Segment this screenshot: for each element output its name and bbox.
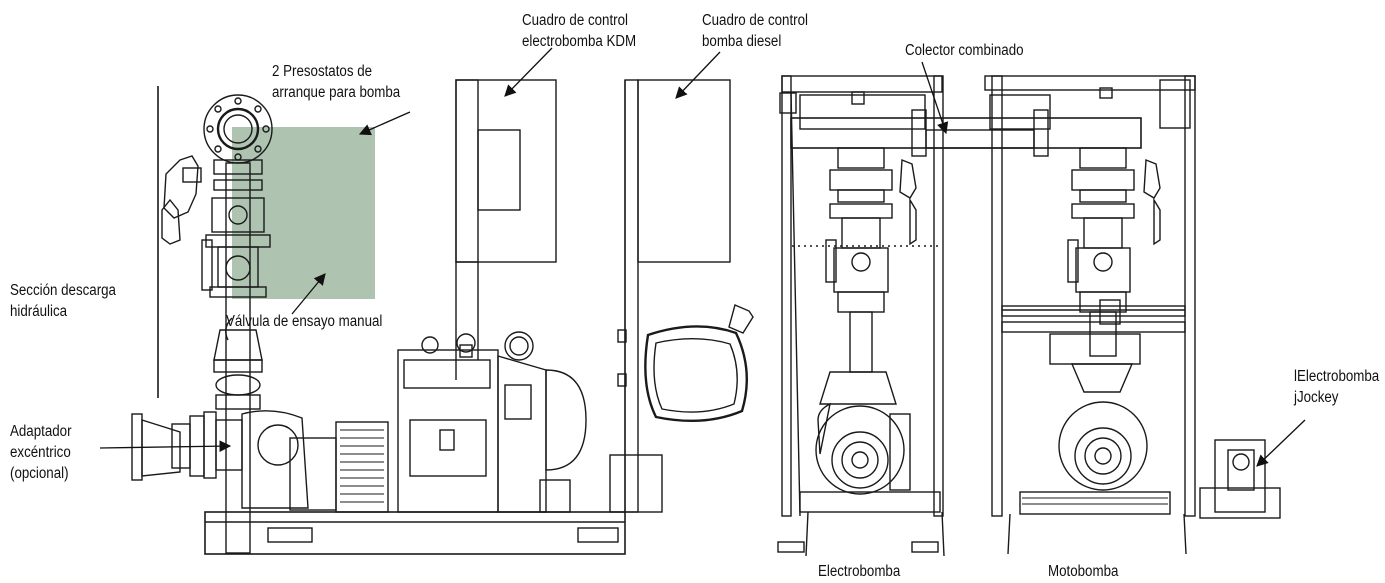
arrow-test-valve <box>291 273 326 315</box>
label-electric-pump: Electrobomba <box>818 563 901 580</box>
control-box-diesel <box>637 79 731 263</box>
side-view <box>131 79 754 555</box>
pressure-switch-highlight <box>232 127 375 299</box>
arrow-pressure-switches <box>358 111 411 136</box>
label-discharge-section: Sección descarga hidráulica <box>10 282 116 320</box>
label-test-valve: Válvula de ensayo manual <box>226 313 383 330</box>
front-view <box>777 75 1281 557</box>
motor-pump-volute <box>1058 401 1148 491</box>
arrow-combined-manifold <box>921 61 949 135</box>
arrow-control-box-diesel <box>675 51 721 99</box>
arrow-jockey-pump <box>1256 419 1306 467</box>
label-control-box-diesel: Cuadro de control bomba diesel <box>702 12 808 50</box>
label-motor-pump: Motobomba <box>1048 563 1119 580</box>
combined-manifold <box>790 117 1142 149</box>
arrow-eccentric-adapter <box>99 440 232 453</box>
jockey-pump <box>1214 439 1266 513</box>
arrow-control-box-kdm <box>504 47 553 97</box>
control-box-kdm <box>455 79 557 263</box>
label-pressure-switches: 2 Presostatos de arranque para bomba <box>272 63 401 101</box>
label-jockey-pump: lElectrobomba jJockey <box>1294 368 1380 406</box>
label-control-box-kdm: Cuadro de control electrobomba KDM <box>522 12 637 50</box>
label-eccentric-adapter: Adaptador excéntrico (opcional) <box>10 423 72 482</box>
label-combined-manifold: Colector combinado <box>905 42 1024 59</box>
electric-pump-volute <box>815 405 905 495</box>
